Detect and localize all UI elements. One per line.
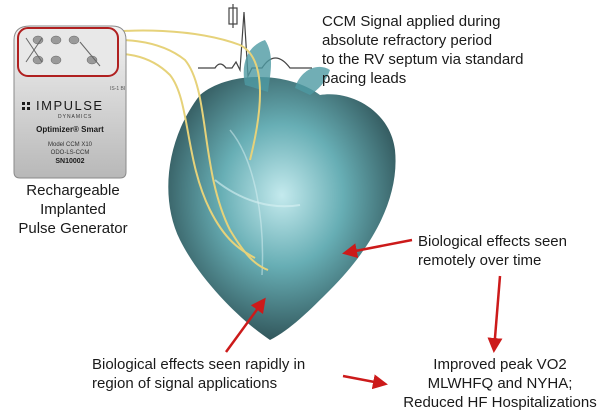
- generator-label: Rechargeable Implanted Pulse Generator: [18, 182, 128, 237]
- arrow-down: [487, 275, 503, 353]
- red-arrows: [224, 238, 503, 390]
- rapid-effects-label: Biological effects seen rapidly in regio…: [92, 356, 306, 392]
- device-product: Optimizer® Smart: [36, 125, 104, 134]
- arrow-rapid: [224, 297, 266, 353]
- pulse-generator: IMPULSE DYNAMICS Optimizer® Smart Model …: [13, 25, 127, 179]
- device-model-line-2: ODO-LS-CCM: [51, 150, 90, 156]
- outcomes-label: Improved peak VO2 MLWHFQ and NYHA; Reduc…: [403, 356, 597, 411]
- device-model-line-1: Model CCM X10: [48, 142, 93, 148]
- device-brand-sub: DYNAMICS: [58, 114, 92, 120]
- ecg-waveform: [198, 4, 312, 79]
- impulse-logo: IMPULSE DYNAMICS: [22, 98, 104, 120]
- svg-text:IS-1 BI: IS-1 BI: [110, 86, 125, 92]
- remote-effects-label: Biological effects seen remotely over ti…: [418, 233, 567, 269]
- ccm-signal-label: CCM Signal applied during absolute refra…: [322, 13, 524, 87]
- device-serial: SN10002: [55, 158, 84, 165]
- device-brand: IMPULSE: [36, 98, 104, 113]
- arrow-remote: [342, 238, 413, 259]
- arrow-right: [342, 374, 388, 390]
